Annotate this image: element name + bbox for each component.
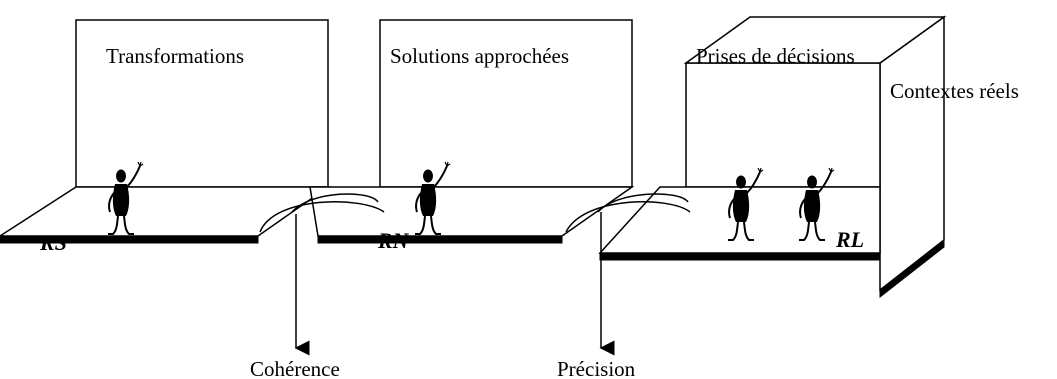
panel-floor-edge (0, 235, 259, 244)
panel-badge-rs: RS (39, 230, 67, 255)
bridge-arc (259, 201, 385, 233)
panel-title: Prises de décisions (696, 44, 855, 68)
bridge-arc (565, 201, 691, 233)
panel-wall (685, 62, 881, 188)
panel-wall (379, 19, 633, 188)
panel-floor-edge (599, 252, 881, 261)
panel-side-edge (879, 238, 945, 299)
panel-title: Transformations (106, 44, 244, 68)
panel-badge-rn: RN (377, 228, 410, 253)
bridge-coherence: Cohérence (250, 193, 385, 379)
panel-transformations: Transformations RS (0, 19, 331, 255)
panel-floor-edge (317, 235, 563, 244)
panel-wall (75, 19, 329, 188)
bridge-label: Cohérence (250, 357, 340, 379)
bridge-arc-back (291, 193, 379, 213)
panel-title: Solutions approchées (390, 44, 569, 68)
panel-floor (0, 186, 331, 237)
panel-solutions-approchees: Solutions approchées RN (309, 19, 635, 253)
bridge-arc-back (597, 193, 689, 213)
bridge-precision: Précision (557, 193, 691, 379)
panel-side-title: Contextes réels (890, 79, 1019, 103)
panel-badge-rl: RL (835, 227, 864, 252)
panel-top (683, 16, 947, 64)
bridge-label: Précision (557, 357, 636, 379)
panel-floor (309, 186, 635, 237)
panel-prises-de-decisions: Prises de décisions Contextes réels RL (598, 15, 1019, 299)
